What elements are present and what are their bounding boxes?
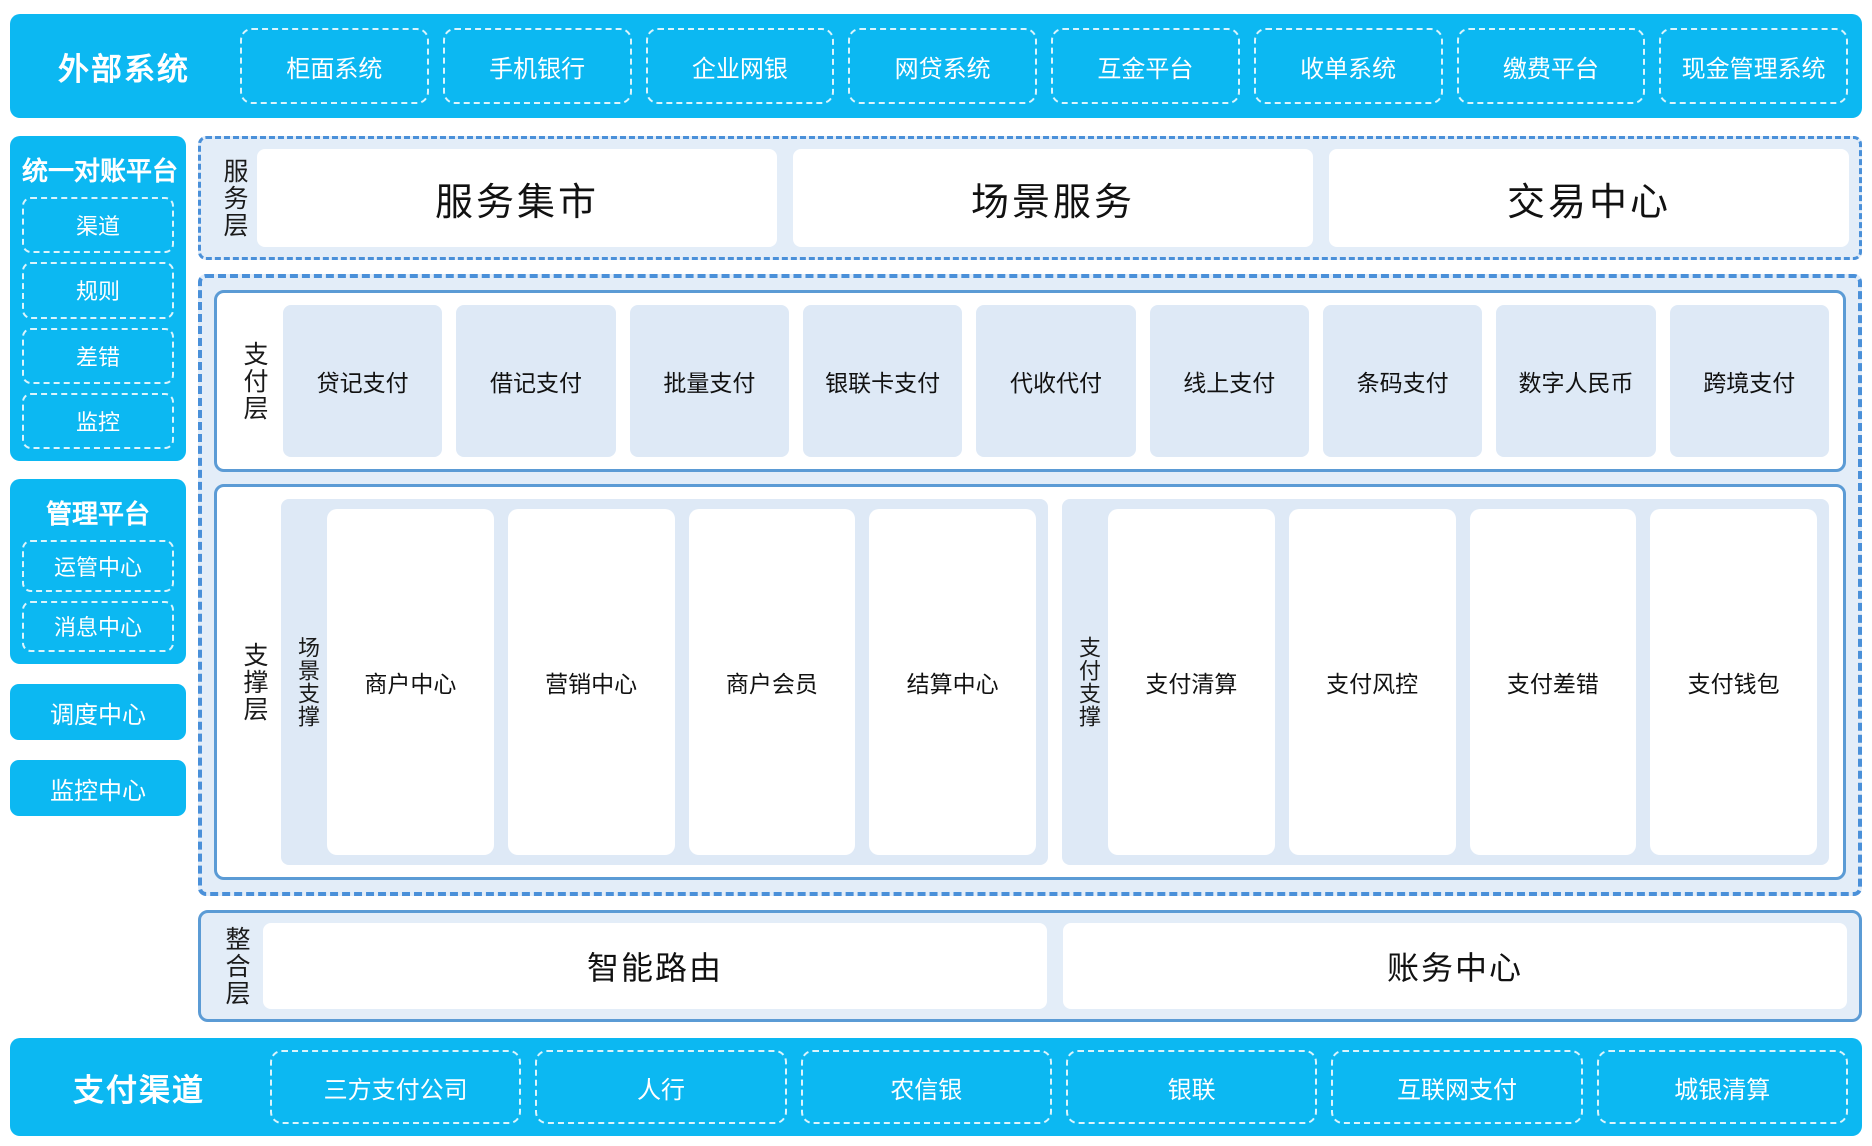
support-card-settlement-center[interactable]: 结算中心 [869, 509, 1036, 855]
pay-tile-batch[interactable]: 批量支付 [629, 305, 789, 457]
integration-layer-label: 整合层 [222, 925, 250, 1007]
payment-support-group: 支付支撑 支付清算 支付风控 支付差错 支付钱包 [1062, 499, 1829, 865]
support-card-pay-risk[interactable]: 支付风控 [1288, 509, 1456, 855]
payment-channel-item[interactable]: 三方支付公司 [270, 1050, 522, 1124]
pay-tile-collection-payment[interactable]: 代收代付 [976, 305, 1136, 457]
integration-layer-cards: 智能路由 账务中心 [259, 923, 1847, 1009]
integration-card-smart-routing[interactable]: 智能路由 [263, 923, 1047, 1009]
external-systems-chip-row: 柜面系统 手机银行 企业网银 网贷系统 互金平台 收单系统 缴费平台 现金管理系… [224, 28, 1848, 104]
support-card-pay-clearing[interactable]: 支付清算 [1108, 509, 1275, 855]
payment-channels-chip-row: 三方支付公司 人行 农信银 银联 互联网支付 城银清算 [254, 1050, 1848, 1124]
payment-channel-item[interactable]: 人行 [535, 1050, 787, 1124]
payment-support-label: 支付支撑 [1076, 636, 1101, 728]
sidebar-item-operations-center[interactable]: 运管中心 [22, 540, 174, 592]
middle-region: 统一对账平台 渠道 规则 差错 监控 管理平台 运管中心 消息中心 调度中心 监… [10, 136, 1862, 1022]
support-layer-label: 支撑层 [240, 641, 268, 723]
payment-channel-item[interactable]: 城银清算 [1596, 1050, 1848, 1124]
payment-channel-item[interactable]: 农信银 [800, 1050, 1052, 1124]
left-sidebar: 统一对账平台 渠道 规则 差错 监控 管理平台 运管中心 消息中心 调度中心 监… [10, 136, 186, 1022]
support-layer-groups: 场景支撑 商户中心 营销中心 商户会员 结算中心 支付支撑 支付清算 [277, 499, 1829, 865]
pay-tile-debit[interactable]: 借记支付 [456, 305, 616, 457]
pay-tile-barcode[interactable]: 条码支付 [1322, 305, 1483, 457]
support-card-pay-exception[interactable]: 支付差错 [1469, 509, 1637, 855]
support-card-pay-wallet[interactable]: 支付钱包 [1650, 509, 1817, 855]
service-layer-band: 服务层 服务集市 场景服务 交易中心 [198, 136, 1862, 260]
pay-tile-unionpay-card[interactable]: 银联卡支付 [802, 305, 963, 457]
integration-layer-box: 整合层 智能路由 账务中心 [198, 910, 1862, 1022]
reconciliation-platform-panel: 统一对账平台 渠道 规则 差错 监控 [10, 136, 186, 461]
service-card-market[interactable]: 服务集市 [257, 149, 777, 247]
integration-card-accounting-center[interactable]: 账务中心 [1063, 923, 1847, 1009]
sidebar-item-rules[interactable]: 规则 [22, 262, 174, 319]
pay-tile-digital-rmb[interactable]: 数字人民币 [1496, 305, 1656, 457]
external-system-item[interactable]: 手机银行 [442, 28, 632, 104]
external-system-item[interactable]: 现金管理系统 [1659, 28, 1848, 104]
pay-layer-box: 支付层 贷记支付 借记支付 批量支付 银联卡支付 代收代付 线上支付 条码支付 … [214, 290, 1846, 472]
sidebar-item-monitor[interactable]: 监控 [22, 392, 174, 449]
service-layer-label: 服务层 [220, 157, 248, 239]
payment-support-cards: 支付清算 支付风控 支付差错 支付钱包 [1108, 509, 1817, 855]
external-systems-band: 外部系统 柜面系统 手机银行 企业网银 网贷系统 互金平台 收单系统 缴费平台 … [10, 14, 1862, 118]
pay-tile-credit[interactable]: 贷记支付 [283, 305, 443, 457]
pay-tile-online[interactable]: 线上支付 [1149, 305, 1309, 457]
payment-channel-item[interactable]: 银联 [1065, 1050, 1318, 1124]
service-card-transaction[interactable]: 交易中心 [1329, 149, 1849, 247]
management-platform-title: 管理平台 [45, 499, 150, 529]
scene-support-cards: 商户中心 营销中心 商户会员 结算中心 [327, 509, 1036, 855]
external-system-item[interactable]: 互金平台 [1051, 28, 1240, 104]
scene-support-label: 场景支撑 [295, 636, 320, 728]
layers-column: 服务层 服务集市 场景服务 交易中心 支付层 贷记支付 借记支付 批量支付 银联… [198, 136, 1862, 1022]
service-card-scene[interactable]: 场景服务 [793, 149, 1313, 247]
sidebar-item-monitoring-center[interactable]: 监控中心 [10, 760, 186, 816]
sidebar-item-message-center[interactable]: 消息中心 [22, 600, 174, 652]
payment-channel-item[interactable]: 互联网支付 [1331, 1050, 1583, 1124]
external-systems-title: 外部系统 [58, 51, 190, 87]
service-layer-cards: 服务集市 场景服务 交易中心 [257, 149, 1849, 247]
external-system-item[interactable]: 企业网银 [645, 28, 835, 104]
scene-support-group: 场景支撑 商户中心 营销中心 商户会员 结算中心 [281, 499, 1048, 865]
support-layer-box: 支撑层 场景支撑 商户中心 营销中心 商户会员 结算中心 [214, 484, 1846, 880]
external-system-item[interactable]: 网贷系统 [848, 28, 1037, 104]
support-card-merchant-center[interactable]: 商户中心 [327, 509, 494, 855]
external-system-item[interactable]: 缴费平台 [1456, 28, 1646, 104]
external-system-item[interactable]: 收单系统 [1253, 28, 1443, 104]
pay-layer-tiles: 贷记支付 借记支付 批量支付 银联卡支付 代收代付 线上支付 条码支付 数字人民… [277, 305, 1829, 457]
sidebar-item-scheduling-center[interactable]: 调度中心 [10, 684, 186, 740]
core-layers-group: 支付层 贷记支付 借记支付 批量支付 银联卡支付 代收代付 线上支付 条码支付 … [198, 274, 1862, 896]
sidebar-item-exception[interactable]: 差错 [22, 327, 174, 384]
management-platform-panel: 管理平台 运管中心 消息中心 [10, 479, 186, 664]
pay-layer-label: 支付层 [240, 340, 268, 422]
reconciliation-platform-title: 统一对账平台 [22, 156, 179, 186]
sidebar-item-channel[interactable]: 渠道 [22, 197, 174, 254]
pay-tile-cross-border[interactable]: 跨境支付 [1669, 305, 1829, 457]
support-card-marketing-center[interactable]: 营销中心 [507, 509, 675, 855]
support-card-merchant-member[interactable]: 商户会员 [688, 509, 856, 855]
external-system-item[interactable]: 柜面系统 [240, 28, 429, 104]
payment-channels-band: 支付渠道 三方支付公司 人行 农信银 银联 互联网支付 城银清算 [10, 1038, 1862, 1136]
payment-channels-title: 支付渠道 [73, 1072, 205, 1108]
